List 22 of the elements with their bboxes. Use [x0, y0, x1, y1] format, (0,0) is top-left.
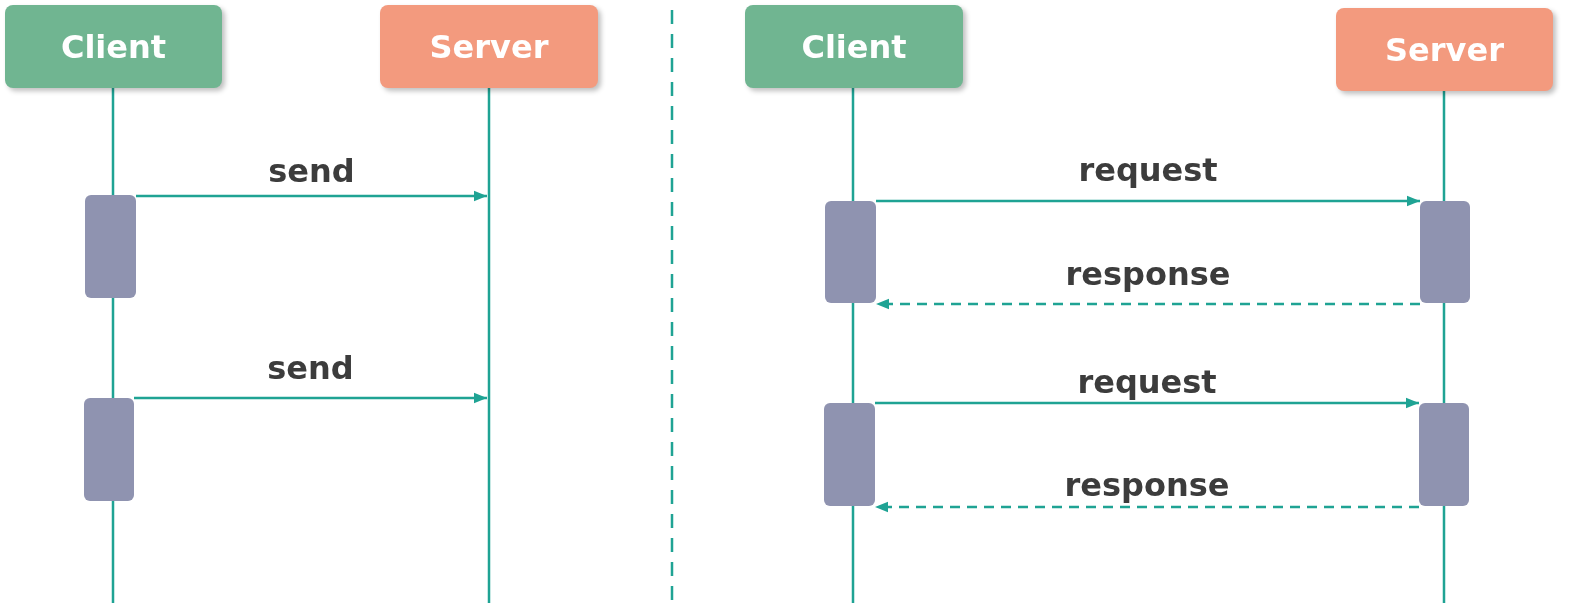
dashed-arrow	[876, 298, 1420, 310]
edge-label: send	[267, 352, 354, 384]
activation-bar	[84, 398, 134, 501]
arrow	[876, 195, 1420, 207]
edge-label: response	[1065, 258, 1231, 290]
participant-box: Client	[745, 5, 963, 88]
edge-label: response	[1064, 469, 1230, 501]
activation-bar	[824, 403, 875, 506]
activation-bar	[1420, 201, 1470, 303]
participant-box: Server	[380, 5, 598, 88]
arrow	[136, 190, 487, 202]
arrow	[134, 392, 487, 404]
activation-bar	[1419, 403, 1469, 506]
edge-label: request	[1077, 366, 1217, 398]
arrow	[875, 397, 1419, 409]
activation-bar	[85, 195, 136, 298]
edge-label: send	[268, 155, 355, 187]
participant-box: Client	[5, 5, 222, 88]
edge-label: request	[1078, 154, 1218, 186]
activation-bar	[825, 201, 876, 303]
dashed-arrow	[875, 501, 1419, 513]
participant-box: Server	[1336, 8, 1553, 91]
